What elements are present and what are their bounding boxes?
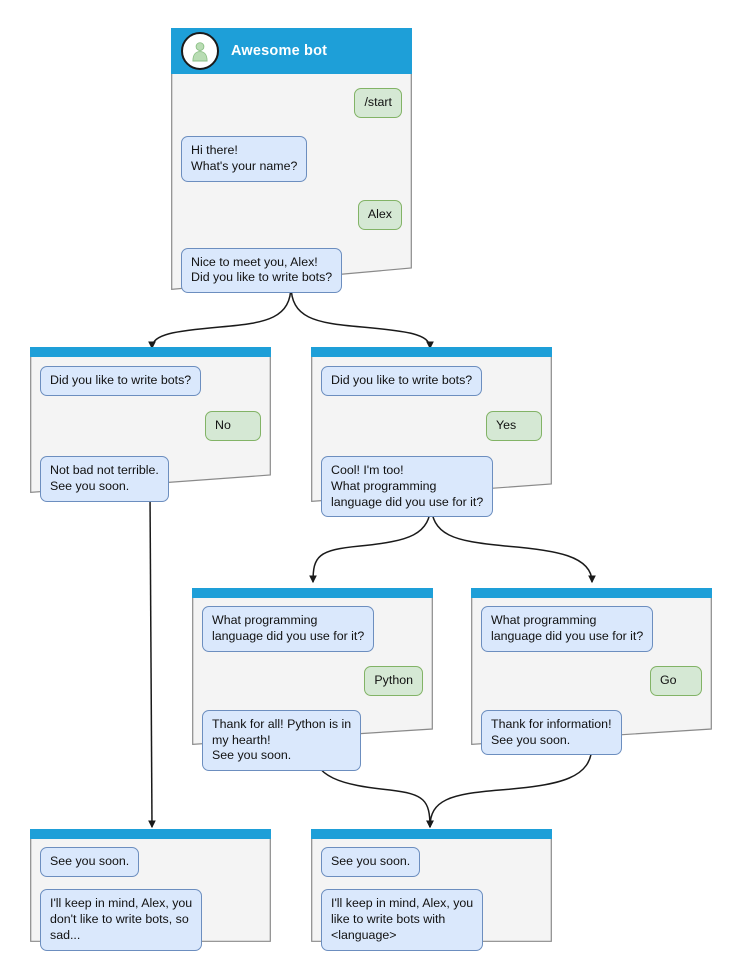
node-yes-branch-header: [311, 347, 552, 357]
user-message-bubble[interactable]: Alex: [357, 199, 402, 230]
message-row: Go: [481, 665, 702, 696]
node-end-happy[interactable]: See you soon. I'll keep in mind, Alex, y…: [311, 829, 552, 951]
node-go-branch-header: [471, 588, 712, 598]
bot-message-bubble[interactable]: Thank for all! Python is in my hearth! S…: [202, 709, 362, 772]
node-end-happy-chat: See you soon. I'll keep in mind, Alex, y…: [311, 841, 552, 951]
user-message-bubble[interactable]: Go: [650, 665, 702, 696]
node-go-branch[interactable]: What programming language did you use fo…: [471, 588, 712, 756]
edge-no-to-end-sad: [148, 492, 156, 829]
user-message-bubble[interactable]: Yes: [486, 410, 542, 441]
message-row: See you soon.: [40, 847, 261, 877]
bot-message-bubble[interactable]: I'll keep in mind, Alex, you don't like …: [40, 888, 203, 951]
message-row: Thank for all! Python is in my hearth! S…: [202, 709, 423, 772]
user-message-bubble[interactable]: /start: [354, 88, 402, 118]
node-root-chat: /start Hi there! What's your name? Alex …: [171, 80, 412, 294]
bot-message-bubble[interactable]: Cool! I'm too! What programming language…: [321, 455, 494, 518]
edge-root-to-no: [148, 284, 292, 350]
message-row: Did you like to write bots?: [40, 366, 261, 396]
bot-message-bubble[interactable]: I'll keep in mind, Alex, you like to wri…: [321, 888, 484, 951]
node-yes-branch-chat: Did you like to write bots? Yes Cool! I'…: [311, 360, 552, 518]
bot-message-bubble[interactable]: What programming language did you use fo…: [481, 606, 654, 652]
bot-message-bubble[interactable]: Did you like to write bots?: [321, 366, 483, 396]
node-end-sad-chat: See you soon. I'll keep in mind, Alex, y…: [30, 841, 271, 951]
node-end-sad-header: [30, 829, 271, 839]
message-row: Yes: [321, 410, 542, 441]
node-no-branch-header: [30, 347, 271, 357]
node-python-branch-header: [192, 588, 433, 598]
bot-message-bubble[interactable]: Not bad not terrible. See you soon.: [40, 455, 169, 502]
message-row: See you soon.: [321, 847, 542, 877]
message-row: /start: [181, 88, 402, 118]
node-python-branch[interactable]: What programming language did you use fo…: [192, 588, 433, 772]
node-root[interactable]: Awesome bot /start Hi there! What's your…: [171, 28, 412, 294]
node-no-branch[interactable]: Did you like to write bots? No Not bad n…: [30, 347, 271, 502]
bot-message-bubble[interactable]: Thank for information! See you soon.: [481, 709, 622, 756]
node-end-sad[interactable]: See you soon. I'll keep in mind, Alex, y…: [30, 829, 271, 951]
bot-message-bubble[interactable]: Did you like to write bots?: [40, 366, 202, 396]
bot-message-bubble[interactable]: See you soon.: [40, 847, 140, 877]
edge-go-to-end-happy: [426, 744, 593, 829]
message-row: Hi there! What's your name?: [181, 135, 402, 182]
user-message-bubble[interactable]: Python: [364, 665, 423, 696]
message-row: Alex: [181, 199, 402, 230]
bot-message-bubble[interactable]: See you soon.: [321, 847, 421, 877]
bot-name-label: Awesome bot: [231, 43, 328, 59]
node-no-branch-chat: Did you like to write bots? No Not bad n…: [30, 360, 271, 502]
message-row: No: [40, 410, 261, 441]
message-row: I'll keep in mind, Alex, you don't like …: [40, 888, 261, 951]
user-message-bubble[interactable]: No: [205, 410, 261, 441]
message-row: Cool! I'm too! What programming language…: [321, 455, 542, 518]
message-row: What programming language did you use fo…: [202, 606, 423, 652]
edge-root-to-yes: [290, 284, 434, 350]
node-root-header: Awesome bot: [171, 28, 412, 74]
person-glyph: [192, 42, 208, 62]
node-end-happy-header: [311, 829, 552, 839]
message-row: What programming language did you use fo…: [481, 606, 702, 652]
bot-message-bubble[interactable]: Hi there! What's your name?: [181, 135, 308, 182]
node-yes-branch[interactable]: Did you like to write bots? Yes Cool! I'…: [311, 347, 552, 518]
user-avatar-icon: [181, 32, 219, 70]
message-row: I'll keep in mind, Alex, you like to wri…: [321, 888, 542, 951]
message-row: Not bad not terrible. See you soon.: [40, 455, 261, 502]
node-go-branch-chat: What programming language did you use fo…: [471, 600, 712, 756]
message-row: Thank for information! See you soon.: [481, 709, 702, 756]
message-row: Nice to meet you, Alex! Did you like to …: [181, 247, 402, 294]
node-python-branch-chat: What programming language did you use fo…: [192, 600, 433, 772]
message-row: Python: [202, 665, 423, 696]
bot-message-bubble[interactable]: Nice to meet you, Alex! Did you like to …: [181, 247, 343, 294]
message-row: Did you like to write bots?: [321, 366, 542, 396]
bot-message-bubble[interactable]: What programming language did you use fo…: [202, 606, 375, 652]
